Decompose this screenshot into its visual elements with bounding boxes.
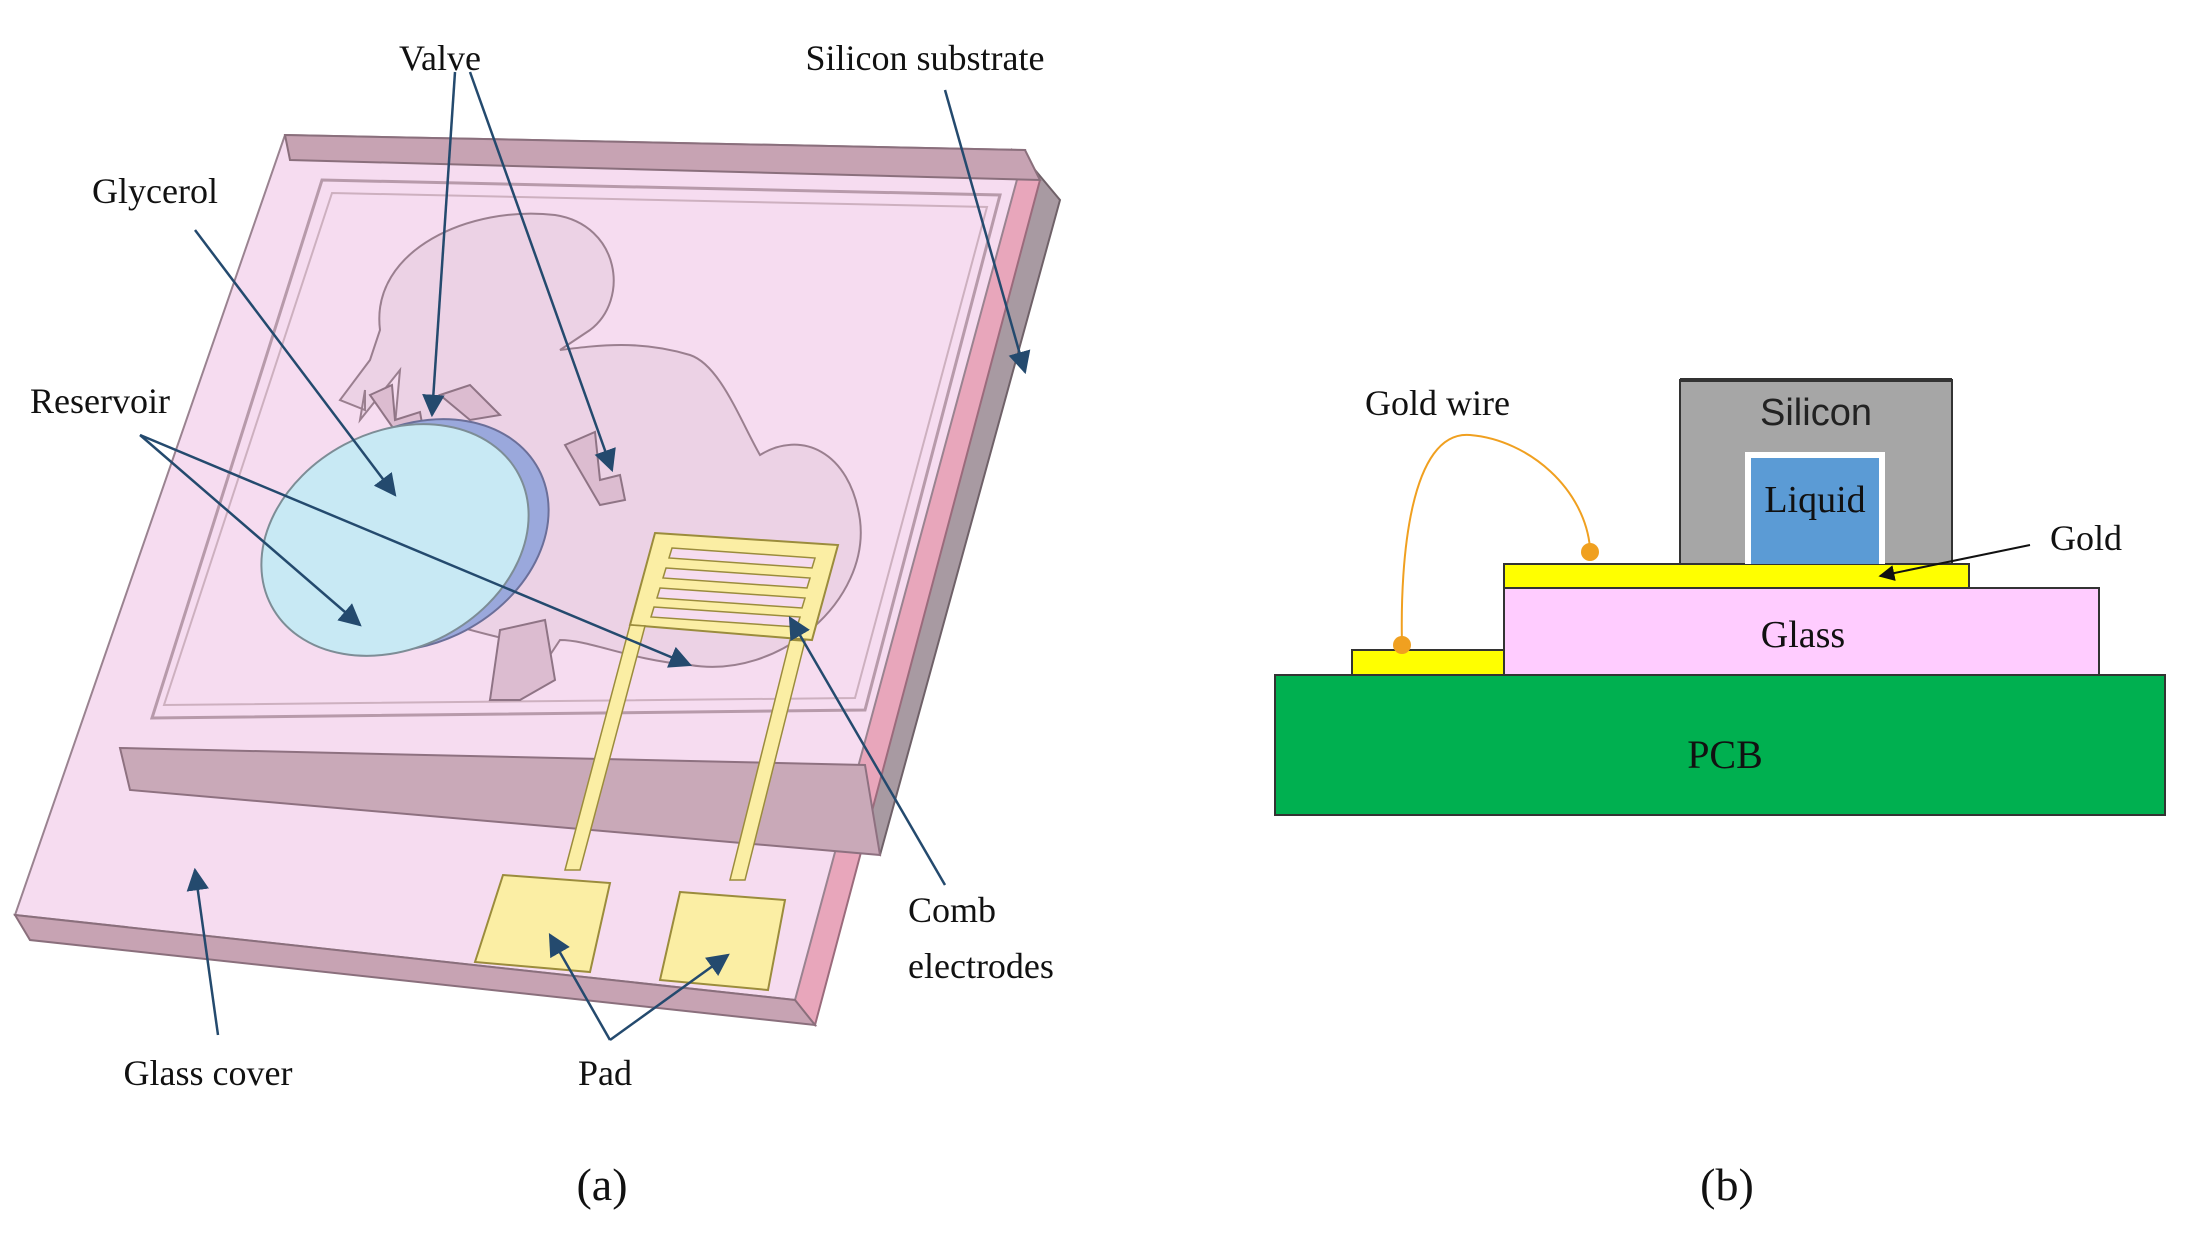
panel-a-device: Valve Silicon substrate Glycerol Reservo… xyxy=(13,38,1062,1210)
label-gold: Gold xyxy=(2050,518,2122,558)
bond-ball-right xyxy=(1581,543,1599,561)
glass-layer xyxy=(1503,587,2100,676)
label-silicon-substrate: Silicon substrate xyxy=(806,38,1045,78)
label-comb-line2: electrodes xyxy=(908,946,1054,986)
comb-electrodes xyxy=(473,531,840,992)
label-glass: Glass xyxy=(1761,614,1845,656)
label-glycerol: Glycerol xyxy=(92,171,218,211)
arrow-pad-2 xyxy=(609,953,730,1042)
caption-a: (a) xyxy=(576,1159,627,1210)
arrow-glass-cover xyxy=(186,867,220,1036)
arrow-valve-2 xyxy=(468,71,616,473)
trace-left xyxy=(564,624,646,871)
comb-slot-3 xyxy=(656,587,806,609)
inner-frame xyxy=(149,178,1002,720)
arrow-reservoir-1 xyxy=(139,434,362,627)
pad-right xyxy=(658,890,787,992)
comb-slot-1 xyxy=(668,547,816,569)
arrow-gold xyxy=(1878,544,2031,581)
label-gold-wire: Gold wire xyxy=(1365,383,1510,423)
label-silicon: Silicon xyxy=(1760,392,1872,434)
label-comb-line1: Comb xyxy=(908,890,996,930)
panel-b-cross-section: Gold wire Silicon Liquid Gold Glass PCB … xyxy=(1274,378,2166,1210)
panel-a-arrows xyxy=(139,71,1031,1042)
arrow-reservoir-2 xyxy=(139,433,693,668)
gold-wire xyxy=(1400,433,1591,645)
glass-top-edge xyxy=(283,133,1042,182)
arrow-comb xyxy=(788,616,947,886)
label-valve: Valve xyxy=(399,38,481,78)
chamber-tail xyxy=(488,618,557,701)
gold-layer xyxy=(1503,563,1970,589)
silicon-step xyxy=(118,746,882,857)
pcb-layer xyxy=(1274,674,2166,816)
arrow-silicon xyxy=(943,89,1031,375)
glass-front-edge xyxy=(13,913,818,1027)
valve-notch-top xyxy=(437,383,503,422)
pad-left xyxy=(473,873,612,974)
bond-ball-left xyxy=(1393,636,1411,654)
arrow-pad-1 xyxy=(548,933,612,1041)
label-pad: Pad xyxy=(578,1053,632,1093)
inner-frame-2 xyxy=(162,191,989,707)
label-pcb: PCB xyxy=(1687,732,1763,777)
caption-b: (b) xyxy=(1700,1159,1754,1210)
label-liquid: Liquid xyxy=(1764,479,1865,521)
label-reservoir: Reservoir xyxy=(30,381,170,421)
arrow-glycerol xyxy=(194,229,397,497)
comb-slot-2 xyxy=(662,567,811,589)
label-glass-cover: Glass cover xyxy=(124,1053,293,1093)
arrow-valve-1 xyxy=(422,71,457,418)
pcb-gold-pad xyxy=(1351,649,1505,676)
liquid-fill xyxy=(1751,458,1879,564)
